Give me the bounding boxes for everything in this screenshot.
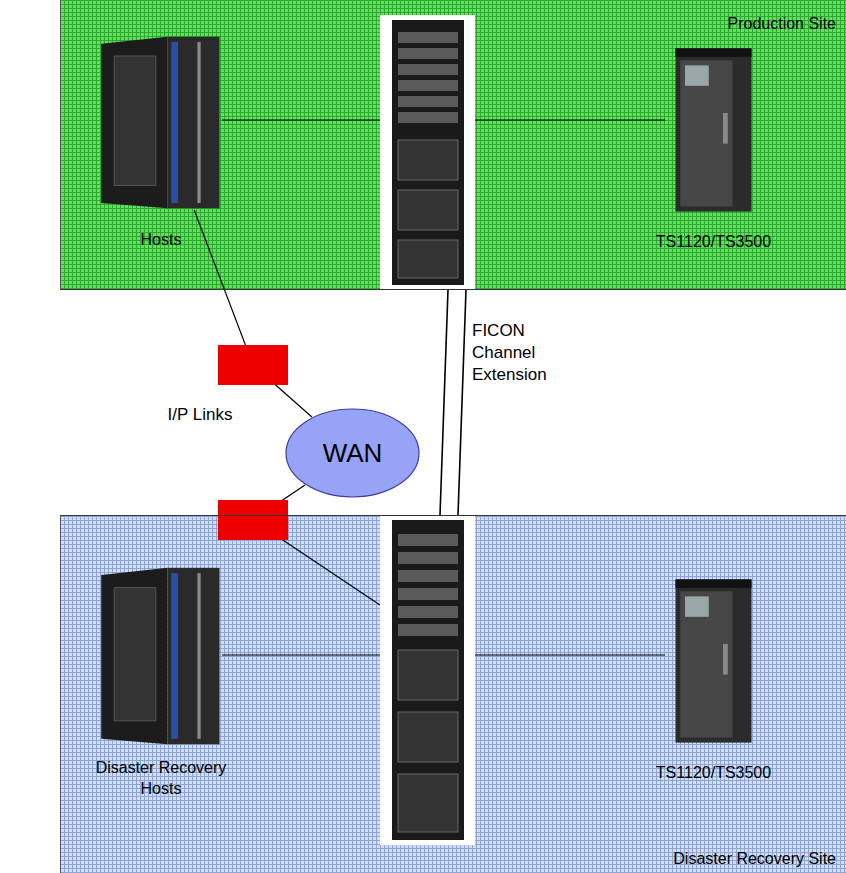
window [685,596,709,616]
front-panel [680,60,732,206]
server-cabinet [380,15,475,290]
library-body [676,48,752,211]
accent-stripe [171,573,178,739]
drive-bay [398,606,458,618]
drive-bay [398,570,458,582]
highlight [197,573,200,739]
cabinet-body [392,520,464,840]
device-picture [666,576,761,746]
wire [475,119,665,120]
device-label: Disaster Recovery Hosts [86,758,236,800]
drive-bay [398,32,458,43]
cabinet-front [168,568,220,744]
cabinet-side [101,568,167,744]
label-holder: FICON Channel Extension [472,320,592,386]
ip-link [440,290,448,515]
device-label: Hosts [81,230,241,251]
host-computer: Hosts [96,35,226,210]
top-cap [676,48,752,57]
panel [398,140,458,180]
channel-extender [218,345,288,385]
wire [475,654,665,655]
drive-bay [398,96,458,107]
site-band: Disaster Recovery Site Disaster Recovery … [60,515,846,873]
panel [398,774,458,832]
library-body [676,579,752,742]
link-label: FICON Channel Extension [472,320,592,386]
window [685,65,709,85]
panel [398,712,458,762]
highlight [197,42,200,203]
device-picture [666,45,761,215]
wire [222,119,380,120]
device-label: TS1120/TS3500 [634,763,794,784]
drive-bay [398,588,458,600]
site-title: Production Site [61,14,846,35]
tape-library: TS1120/TS3500 [666,576,761,746]
cabinet-front [168,37,220,209]
drive-bay [398,48,458,59]
device-label: TS1120/TS3500 [634,232,794,253]
panel [398,240,458,278]
wire [222,654,380,655]
site-title: Disaster Recovery Site [61,849,846,870]
host-computer: Disaster Recovery Hosts [96,566,226,746]
network-ellipse [286,409,419,497]
network-label: WAN [323,439,383,468]
link-label: I/P Links [150,402,250,427]
label-holder: I/P Links [150,402,250,427]
panel [398,190,458,230]
device-picture [96,566,226,746]
network-cloud: WAN [285,408,420,498]
photo-ground [380,515,475,845]
handle [723,644,728,675]
channel-link [194,210,312,417]
drive-bay [398,112,458,123]
handle [723,113,728,144]
photo-ground [380,15,475,290]
drive-bay [398,64,458,75]
door-panel [114,56,156,186]
front-panel [680,591,732,737]
wires [222,120,665,655]
channel-extender [218,500,288,540]
top-cap [676,579,752,588]
drive-bay [398,552,458,564]
drive-bay [398,534,458,546]
site-ground [60,0,846,290]
cabinet-side [101,37,167,209]
cabinet-body [392,20,464,285]
ip-link [458,290,466,515]
drive-bay [398,624,458,636]
drive-bay [398,80,458,91]
door-panel [114,588,156,721]
accent-stripe [171,42,178,203]
site-ground [60,515,846,873]
server-cabinet [380,515,475,845]
tape-library: TS1120/TS3500 [666,45,761,215]
panel [398,650,458,700]
site-band: Production SiteHostsTS1120/TS3500 [60,0,846,290]
device-picture [96,35,226,210]
